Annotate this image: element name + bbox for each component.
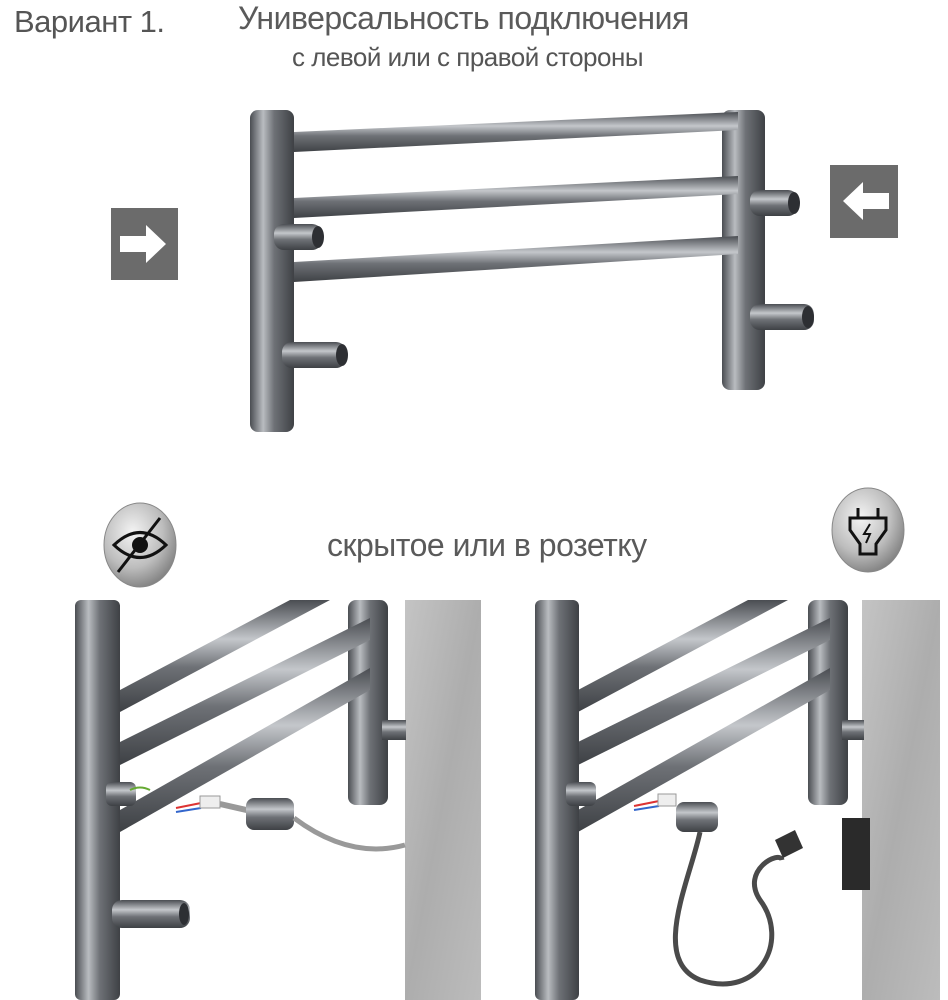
page-title: Универсальность подключения [238, 0, 689, 36]
page-subtitle: с левой или с правой стороны [292, 42, 644, 72]
variant-label: Вариант 1. [14, 4, 165, 39]
connector-left-lower [282, 342, 348, 368]
connector-right-lower [750, 304, 814, 330]
hidden-connection-illustration [75, 600, 481, 1000]
connector-right-upper [750, 190, 800, 216]
connection-caption: скрытое или в розетку [327, 527, 647, 563]
socket-connection-illustration [535, 600, 940, 1000]
power-plug-icon [831, 487, 905, 573]
arrow-left-icon [830, 165, 898, 238]
hidden-eye-crossed-icon [103, 502, 177, 588]
arrow-right-icon [111, 208, 178, 280]
connector-left-upper [274, 224, 324, 250]
towel-rail-top [250, 110, 814, 432]
